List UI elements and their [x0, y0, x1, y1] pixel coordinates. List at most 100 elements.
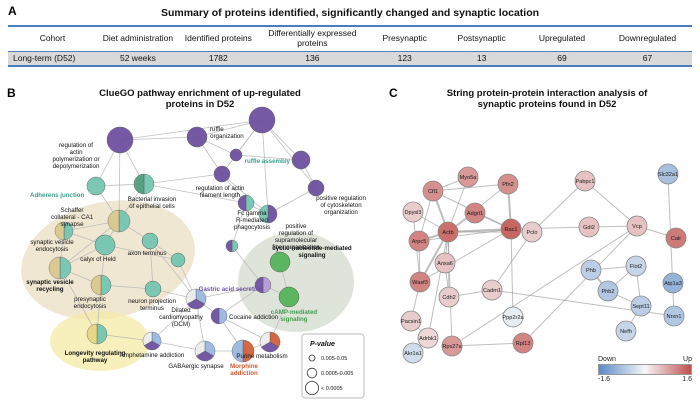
protein-node: Cfl1: [422, 180, 444, 202]
svg-text:Arpc5: Arpc5: [412, 239, 427, 245]
svg-text:Phb2: Phb2: [601, 289, 614, 295]
protein-node: Wasf3: [409, 271, 431, 293]
panel-c-label: C: [389, 86, 398, 100]
svg-text:Flot2: Flot2: [630, 264, 642, 270]
svg-text:Calr: Calr: [671, 236, 681, 242]
svg-text:Purine metabolism: Purine metabolism: [236, 353, 287, 360]
protein-node: Actb: [437, 221, 459, 243]
protein-node: Akr1a1: [402, 342, 424, 364]
svg-text:0.005-0.05: 0.005-0.05: [321, 356, 347, 362]
legend-down-label: Down: [598, 356, 616, 363]
legend-gradient-bar: [598, 364, 692, 375]
cell-cohort: Long-term (D52): [13, 52, 76, 63]
protein-node: Phb2: [597, 280, 619, 302]
cell-differential: 136: [305, 52, 320, 63]
svg-text:Sept11: Sept11: [632, 304, 649, 310]
protein-node: Gdi2: [578, 216, 600, 238]
svg-text:ruffle assembly: ruffle assembly: [245, 158, 291, 165]
legend-up-label: Up: [683, 356, 692, 363]
svg-text:Adrbk1: Adrbk1: [419, 336, 437, 342]
svg-text:GABAergic synapse: GABAergic synapse: [168, 363, 224, 370]
svg-text:Cadm1: Cadm1: [483, 288, 501, 294]
protein-node: Dpysl3: [402, 201, 424, 223]
svg-text:Vcp: Vcp: [632, 224, 642, 230]
svg-text:Wasf3: Wasf3: [412, 280, 428, 286]
svg-text:calyx of Held: calyx of Held: [80, 256, 116, 263]
table-row: Long-term (D52) 52 weeks 1782 136 123 13…: [8, 51, 692, 67]
svg-text:Ppp2r2a: Ppp2r2a: [502, 315, 524, 321]
protein-node: Rps27a: [441, 335, 463, 357]
protein-node: Nefh: [615, 320, 637, 342]
protein-node: Pfn2: [497, 173, 519, 195]
svg-text:Rps27a: Rps27a: [442, 344, 462, 350]
col-header-postsynaptic: Postsynaptic: [457, 32, 506, 43]
protein-node: Calr: [665, 227, 687, 249]
svg-text:0.0005-0.005: 0.0005-0.005: [321, 371, 353, 377]
protein-node: Pclo: [521, 221, 543, 243]
svg-text:Gdi2: Gdi2: [583, 225, 595, 231]
protein-node: Pacsin1: [400, 310, 422, 332]
cell-postsynaptic: 13: [476, 52, 487, 63]
svg-text:P-value: P-value: [310, 341, 335, 348]
panel-b-title: ClueGO pathway enrichment of up-regulate…: [99, 88, 301, 111]
col-header-cohort: Cohort: [39, 32, 66, 43]
svg-text:Myo5a: Myo5a: [460, 175, 478, 181]
panel-a-label: A: [8, 4, 17, 18]
col-header-diet: Diet administration: [102, 32, 174, 43]
cell-identified: 1782: [208, 52, 228, 63]
col-header-presynaptic: Presynaptic: [382, 32, 427, 43]
svg-text:Adgrl1: Adgrl1: [467, 211, 483, 217]
table-header-row: Cohort Diet administration Identified pr…: [8, 26, 692, 52]
svg-text:Phb: Phb: [586, 268, 596, 274]
protein-node: Flot2: [625, 255, 647, 277]
svg-text:Atp1a3: Atp1a3: [664, 281, 682, 287]
legend-max-value: 1.6: [682, 376, 692, 383]
protein-node: Anxa6: [434, 252, 456, 274]
svg-text:Nrxn1: Nrxn1: [667, 314, 682, 320]
protein-node: Atp1a3: [662, 272, 684, 294]
svg-text:Rac1: Rac1: [504, 227, 517, 233]
color-legend: Down Up -1.6 1.6: [598, 356, 692, 383]
svg-text:Anxa6: Anxa6: [437, 261, 453, 267]
cell-downregulated: 67: [642, 52, 653, 63]
svg-text:Nefh: Nefh: [620, 329, 632, 335]
svg-text:axon terminus: axon terminus: [128, 250, 167, 257]
svg-text:Cocaine addiction: Cocaine addiction: [229, 314, 279, 321]
protein-node: Rpl13: [512, 332, 534, 354]
cell-upregulated: 69: [557, 52, 567, 63]
protein-node: Sept11: [630, 295, 652, 317]
svg-text:Akr1a1: Akr1a1: [404, 351, 422, 357]
svg-text:Cdh2: Cdh2: [442, 295, 455, 301]
network-nodes: [48, 106, 325, 363]
svg-text:Pclo: Pclo: [527, 230, 538, 236]
protein-node: Cadm1: [481, 279, 503, 301]
panel-b-label: B: [7, 86, 16, 100]
svg-text:Pabpc1: Pabpc1: [576, 179, 595, 185]
protein-node: Vcp: [626, 215, 648, 237]
summary-table: Cohort Diet administration Identified pr…: [8, 25, 692, 67]
panel-c-title: String protein-protein interaction analy…: [446, 88, 648, 111]
svg-text:Actb: Actb: [442, 230, 453, 236]
svg-text:Pfn2: Pfn2: [502, 182, 514, 188]
svg-text:Rpl13: Rpl13: [516, 341, 531, 347]
svg-text:Amphetamine addiction: Amphetamine addiction: [120, 352, 185, 359]
svg-text:Gastric acid secretion: Gastric acid secretion: [199, 286, 264, 293]
protein-node: Adgrl1: [464, 202, 486, 224]
